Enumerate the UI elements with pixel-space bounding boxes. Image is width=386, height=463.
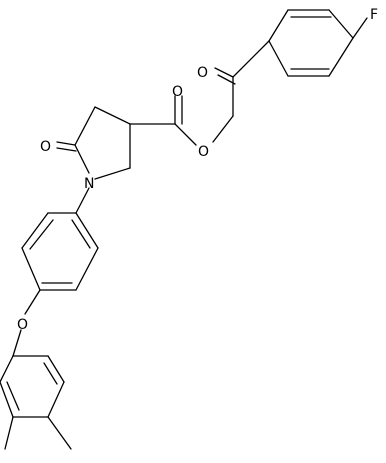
atom-labels: F O O O O N O [17, 7, 378, 333]
lactam-oxygen-atom: O [40, 139, 51, 155]
ketone-oxygen-atom: O [197, 65, 208, 81]
bonds [0, 9, 368, 450]
ester-carbonyl-oxygen-atom: O [172, 84, 183, 100]
ring-nitrogen-atom: N [84, 176, 94, 192]
ester-oxygen-atom: O [198, 144, 209, 160]
fluorine-atom: F [370, 7, 378, 23]
ether-oxygen-atom: O [17, 317, 28, 333]
